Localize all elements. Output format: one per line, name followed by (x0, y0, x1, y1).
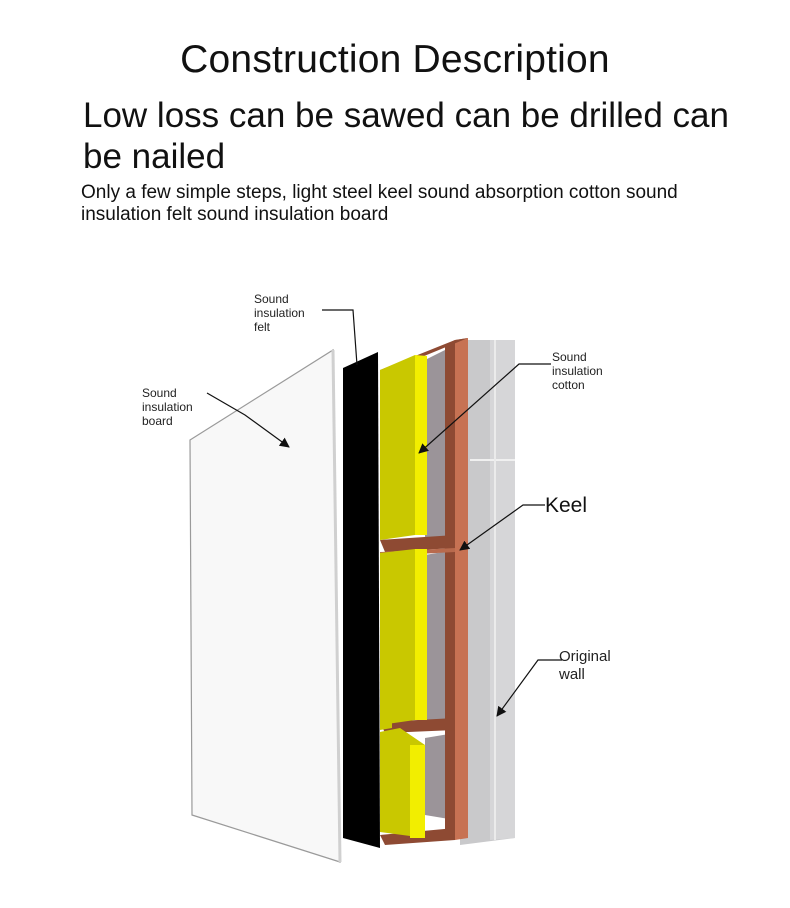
leader-lines (206, 309, 562, 717)
insulation-felt (343, 352, 380, 848)
label-cotton: Sound insulation cotton (552, 350, 603, 392)
insulation-board (189, 348, 341, 863)
page-title: Construction Description (180, 38, 610, 81)
label-keel: Keel (545, 494, 588, 517)
original-wall (460, 340, 515, 845)
keel-frame (380, 338, 468, 845)
description: Only a few simple steps, light steel kee… (81, 182, 678, 225)
label-wall: Original wall (559, 648, 611, 683)
label-felt: Sound insulation felt (254, 292, 305, 334)
insulation-cotton (380, 355, 427, 838)
headline: Low loss can be sawed can be drilled can… (83, 96, 729, 176)
label-board: Sound insulation board (142, 386, 193, 428)
